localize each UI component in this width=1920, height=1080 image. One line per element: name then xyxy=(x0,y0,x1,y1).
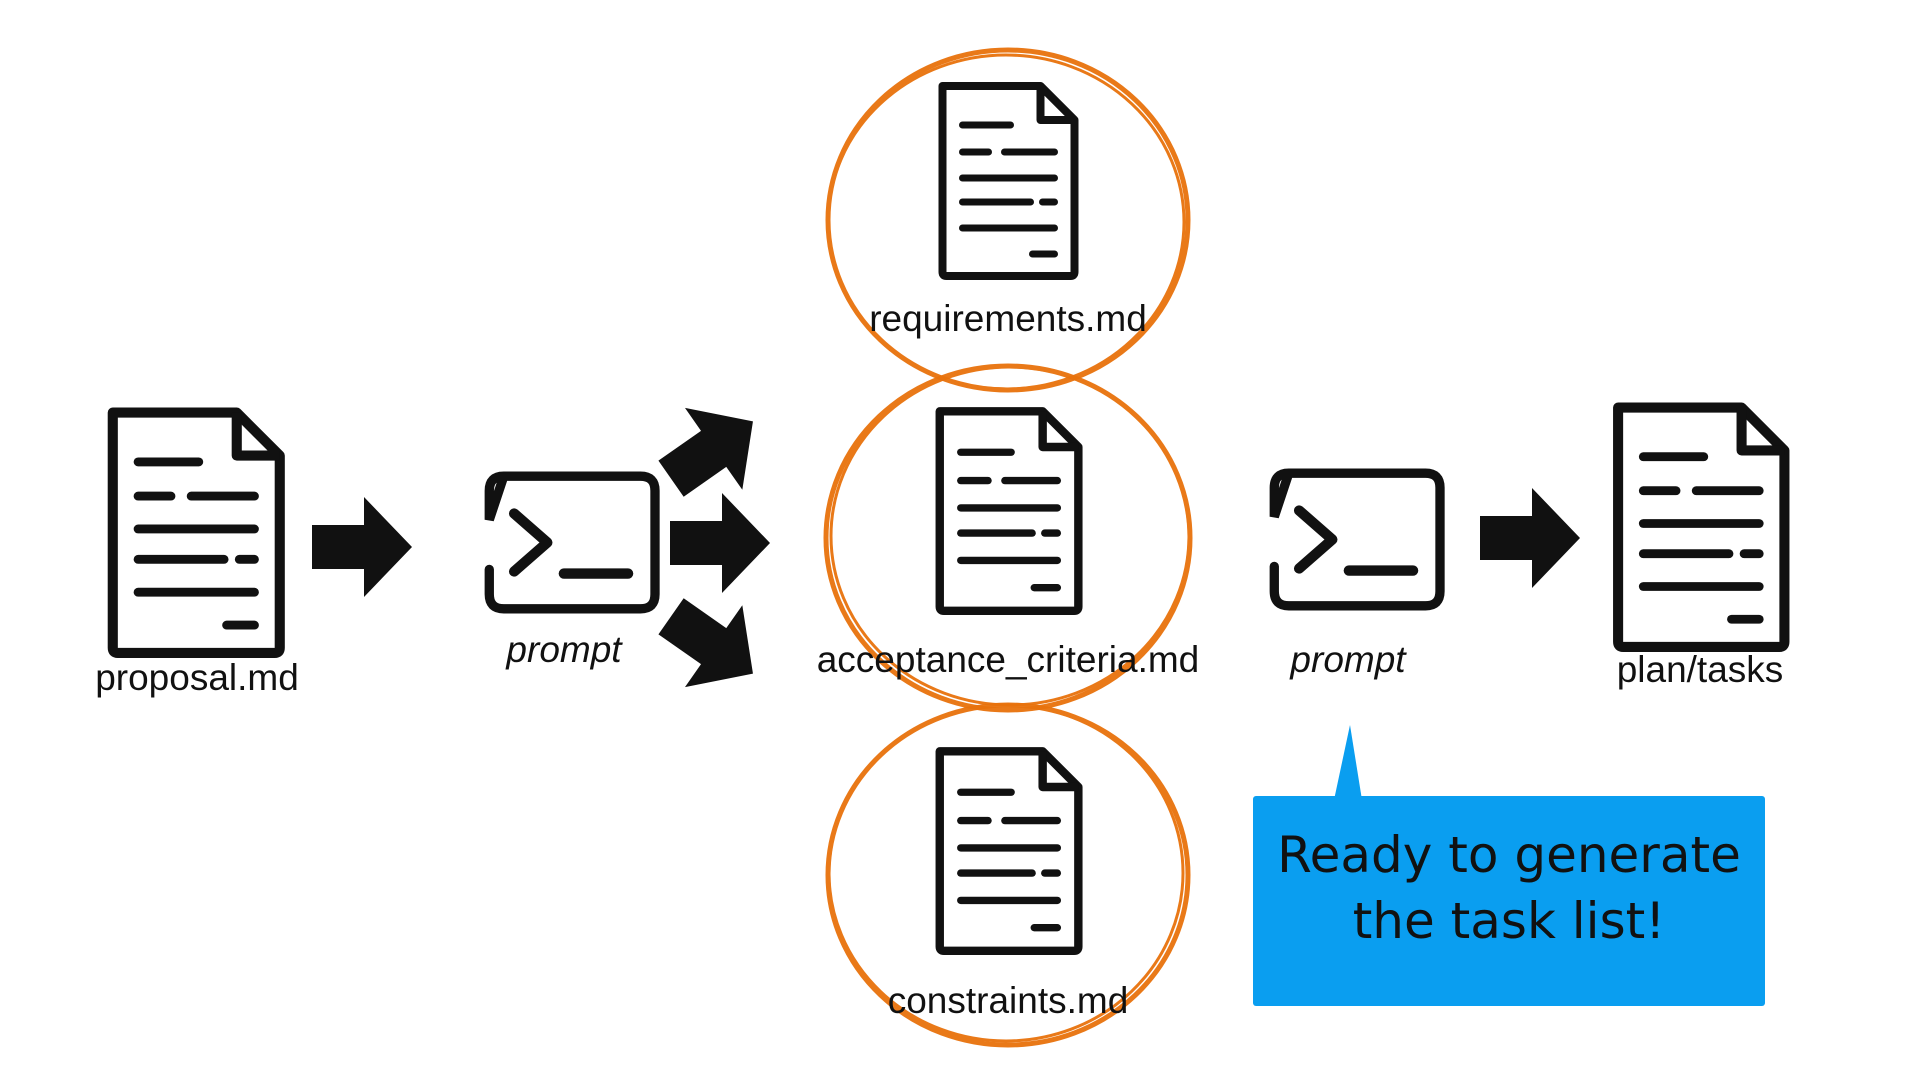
constraints-file-label: constraints.md xyxy=(887,980,1129,1021)
arrow-right-icon xyxy=(1480,488,1580,588)
acceptance-criteria-document-icon xyxy=(940,411,1079,611)
constraints-document-icon xyxy=(940,751,1079,951)
first-prompt-label: prompt xyxy=(506,629,622,670)
second-prompt-label: prompt xyxy=(1290,639,1406,680)
arrow-right-icon xyxy=(312,497,412,597)
callout-box xyxy=(1253,725,1765,1006)
arrow-right-icon xyxy=(670,493,770,593)
acceptance-criteria-file-label: acceptance_criteria.md xyxy=(816,639,1200,680)
constraints-highlight-circle xyxy=(825,702,1191,1048)
first-prompt-terminal-icon xyxy=(489,476,655,609)
requirements-file-label: requirements.md xyxy=(869,298,1147,339)
proposal-document-icon xyxy=(113,413,280,653)
arrow-up-right-icon xyxy=(642,380,782,520)
requirements-highlight-circle xyxy=(825,47,1191,393)
second-prompt-terminal-icon xyxy=(1274,473,1440,606)
plan-tasks-file-label: plan/tasks xyxy=(1616,649,1784,690)
callout-text: Ready to generate the task list! xyxy=(1277,826,1741,950)
requirements-document-icon xyxy=(943,86,1075,276)
proposal-file-label: proposal.md xyxy=(95,657,299,698)
arrow-down-right-icon xyxy=(642,575,782,715)
plan-tasks-document-icon xyxy=(1618,408,1784,647)
